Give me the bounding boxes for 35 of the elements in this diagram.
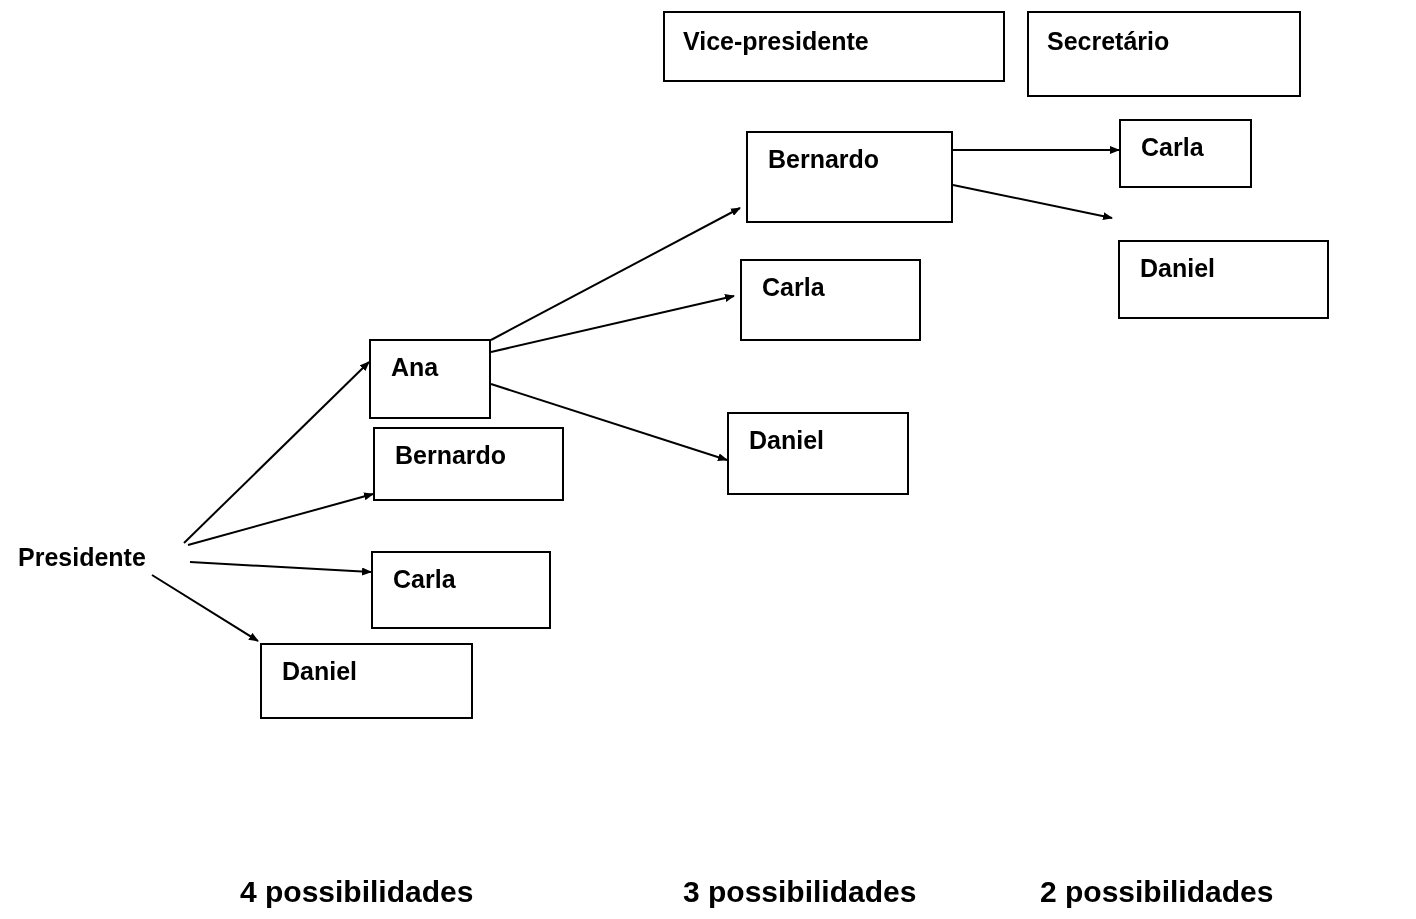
arrow: [189, 561, 372, 576]
name-box: [746, 131, 953, 223]
name-text: Daniel: [749, 426, 825, 454]
arrow: [183, 361, 370, 544]
arrow: [952, 184, 1113, 221]
name-text: Carla: [1141, 133, 1204, 161]
arrow: [952, 146, 1120, 154]
name-box: [369, 339, 491, 419]
arrow: [490, 294, 735, 353]
count-label: 4 possibilidades: [240, 875, 474, 909]
name-text: Secretário: [1047, 27, 1170, 55]
name-text: Vice-presidente: [683, 27, 869, 55]
name-box: [740, 259, 921, 341]
name-box: [373, 427, 564, 501]
arrow: [490, 383, 728, 462]
arrow: [187, 492, 374, 546]
name-text: Bernardo: [768, 145, 880, 173]
name-box: [1118, 240, 1329, 319]
name-box: [1027, 11, 1301, 97]
name-text: Daniel: [1140, 254, 1216, 282]
arrow: [490, 207, 741, 341]
arrow: [151, 574, 259, 642]
name-box: [1119, 119, 1252, 188]
name-text: Bernardo: [395, 441, 507, 469]
name-box: [371, 551, 551, 629]
count-label: 3 possibilidades: [683, 875, 917, 909]
name-box: [260, 643, 473, 719]
count-label: 2 possibilidades: [1040, 875, 1274, 909]
name-box: [727, 412, 909, 495]
name-text: Ana: [391, 353, 439, 381]
role-label: Presidente: [18, 543, 190, 575]
name-text: Carla: [393, 565, 456, 593]
name-text: Daniel: [282, 657, 358, 685]
name-text: Carla: [762, 273, 825, 301]
name-box: [663, 11, 1005, 82]
